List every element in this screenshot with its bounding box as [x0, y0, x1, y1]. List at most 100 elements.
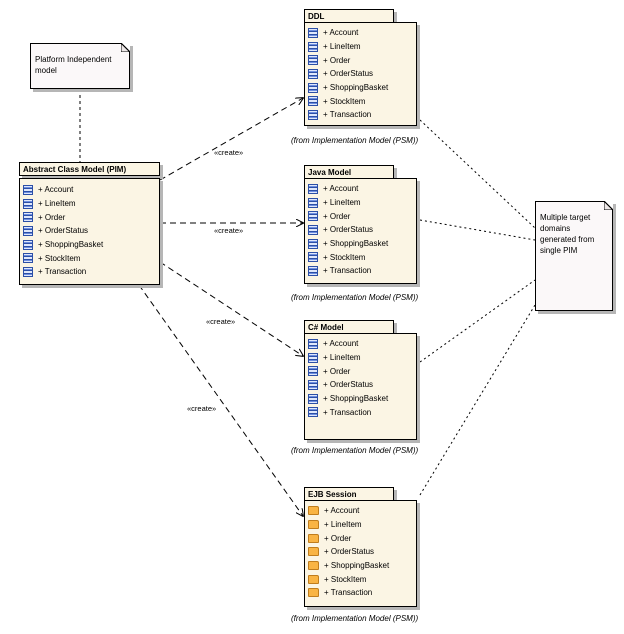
from-label-ejb: (from Implementation Model (PSM))	[291, 614, 419, 623]
list-item[interactable]: + StockItem	[305, 250, 416, 264]
class-icon	[23, 198, 33, 209]
list-item[interactable]: + OrderStatus	[305, 545, 416, 559]
list-item[interactable]: + ShoppingBasket	[305, 237, 416, 251]
class-icon	[308, 82, 318, 93]
list-item[interactable]: + Account	[305, 26, 416, 40]
folder-icon	[308, 547, 319, 557]
list-item[interactable]: + ShoppingBasket	[305, 392, 416, 406]
list-item[interactable]: + ShoppingBasket	[20, 238, 159, 252]
list-item[interactable]: + OrderStatus	[305, 223, 416, 237]
list-item[interactable]: + StockItem	[305, 94, 416, 108]
pim-note[interactable]: Platform Independent model	[30, 41, 132, 89]
list-item[interactable]: + Order	[20, 210, 159, 224]
class-icon	[23, 253, 33, 264]
list-item[interactable]: + LineItem	[305, 196, 416, 210]
list-item[interactable]: + Transaction	[305, 586, 416, 600]
list-item[interactable]: + ShoppingBasket	[305, 81, 416, 95]
note-link-java	[419, 219, 536, 241]
class-icon	[23, 184, 33, 195]
class-icon	[308, 109, 318, 120]
class-icon	[308, 68, 318, 79]
create-arrow-csharp[interactable]	[159, 261, 303, 356]
class-icon	[308, 55, 318, 66]
list-item[interactable]: + Order	[305, 53, 416, 67]
class-icon	[308, 41, 318, 52]
target-note-text: Multiple target domains generated from s…	[540, 213, 595, 255]
target-note[interactable]: Multiple target domains generated from s…	[535, 199, 615, 311]
list-item[interactable]: + Transaction	[20, 265, 159, 279]
list-item[interactable]: + Account	[305, 504, 416, 518]
class-icon	[308, 197, 318, 208]
class-icon	[23, 239, 33, 250]
folder-icon	[308, 520, 319, 530]
package-title: Java Model	[308, 168, 352, 177]
class-icon	[308, 27, 318, 38]
list-item[interactable]: + Order	[305, 209, 416, 223]
list-item[interactable]: + ShoppingBasket	[305, 559, 416, 573]
create-arrow-ejb[interactable]	[138, 284, 303, 516]
folder-icon	[308, 588, 319, 598]
list-item[interactable]: + Transaction	[305, 405, 416, 419]
class-icon	[308, 366, 318, 377]
package-title: DDL	[308, 12, 325, 21]
class-icon	[308, 224, 318, 235]
class-icon	[308, 96, 318, 107]
from-label-java: (from Implementation Model (PSM))	[291, 293, 419, 302]
package-tab: C# Model	[304, 320, 394, 334]
package-tab: Java Model	[304, 165, 394, 179]
package-title: EJB Session	[308, 490, 357, 499]
list-item[interactable]: + StockItem	[20, 251, 159, 265]
list-item[interactable]: + Transaction	[305, 108, 416, 122]
class-icon	[308, 211, 318, 222]
class-icon	[308, 265, 318, 276]
class-icon	[308, 393, 318, 404]
create-label-java: «create»	[214, 226, 244, 235]
note-link-csharp	[419, 279, 536, 363]
note-fold	[120, 41, 132, 53]
package-body: + Account + LineItem + Order + OrderStat…	[19, 178, 160, 285]
folder-icon	[308, 533, 319, 543]
package-body: + Account + LineItem + Order + OrderStat…	[304, 333, 417, 440]
note-fold	[603, 199, 615, 211]
list-item[interactable]: + OrderStatus	[305, 67, 416, 81]
package-body: + Account + LineItem + Order + OrderStat…	[304, 500, 417, 607]
class-icon	[23, 266, 33, 277]
list-item[interactable]: + LineItem	[20, 197, 159, 211]
class-icon	[308, 379, 318, 390]
create-label-csharp: «create»	[206, 317, 236, 326]
from-label-ddl: (from Implementation Model (PSM))	[291, 136, 419, 145]
package-title: Abstract Class Model (PIM)	[23, 165, 127, 174]
create-label-ddl: «create»	[214, 148, 244, 157]
list-item[interactable]: + Account	[305, 182, 416, 196]
folder-icon	[308, 574, 319, 584]
package-body: + Account + LineItem + Order + OrderStat…	[304, 22, 417, 126]
note-link-ejb	[419, 304, 536, 496]
folder-icon	[308, 561, 319, 571]
list-item[interactable]: + Account	[20, 183, 159, 197]
pim-note-text: Platform Independent model	[35, 55, 112, 75]
list-item[interactable]: + LineItem	[305, 351, 416, 365]
list-item[interactable]: + LineItem	[305, 518, 416, 532]
package-tab: EJB Session	[304, 487, 394, 501]
create-arrow-ddl[interactable]	[159, 98, 303, 181]
list-item[interactable]: + Order	[305, 531, 416, 545]
class-icon	[308, 183, 318, 194]
class-icon	[308, 352, 318, 363]
create-label-ejb: «create»	[187, 404, 217, 413]
folder-icon	[308, 506, 319, 516]
list-item[interactable]: + OrderStatus	[20, 224, 159, 238]
list-item[interactable]: + Order	[305, 364, 416, 378]
list-item[interactable]: + StockItem	[305, 572, 416, 586]
list-item[interactable]: + OrderStatus	[305, 378, 416, 392]
class-icon	[308, 407, 318, 418]
note-link-ddl	[419, 119, 536, 229]
class-icon	[23, 212, 33, 223]
list-item[interactable]: + Transaction	[305, 264, 416, 278]
list-item[interactable]: + LineItem	[305, 40, 416, 54]
package-body: + Account + LineItem + Order + OrderStat…	[304, 178, 417, 284]
package-tab: Abstract Class Model (PIM)	[19, 162, 160, 176]
package-title: C# Model	[308, 323, 344, 332]
list-item[interactable]: + Account	[305, 337, 416, 351]
from-label-csharp: (from Implementation Model (PSM))	[291, 446, 419, 455]
